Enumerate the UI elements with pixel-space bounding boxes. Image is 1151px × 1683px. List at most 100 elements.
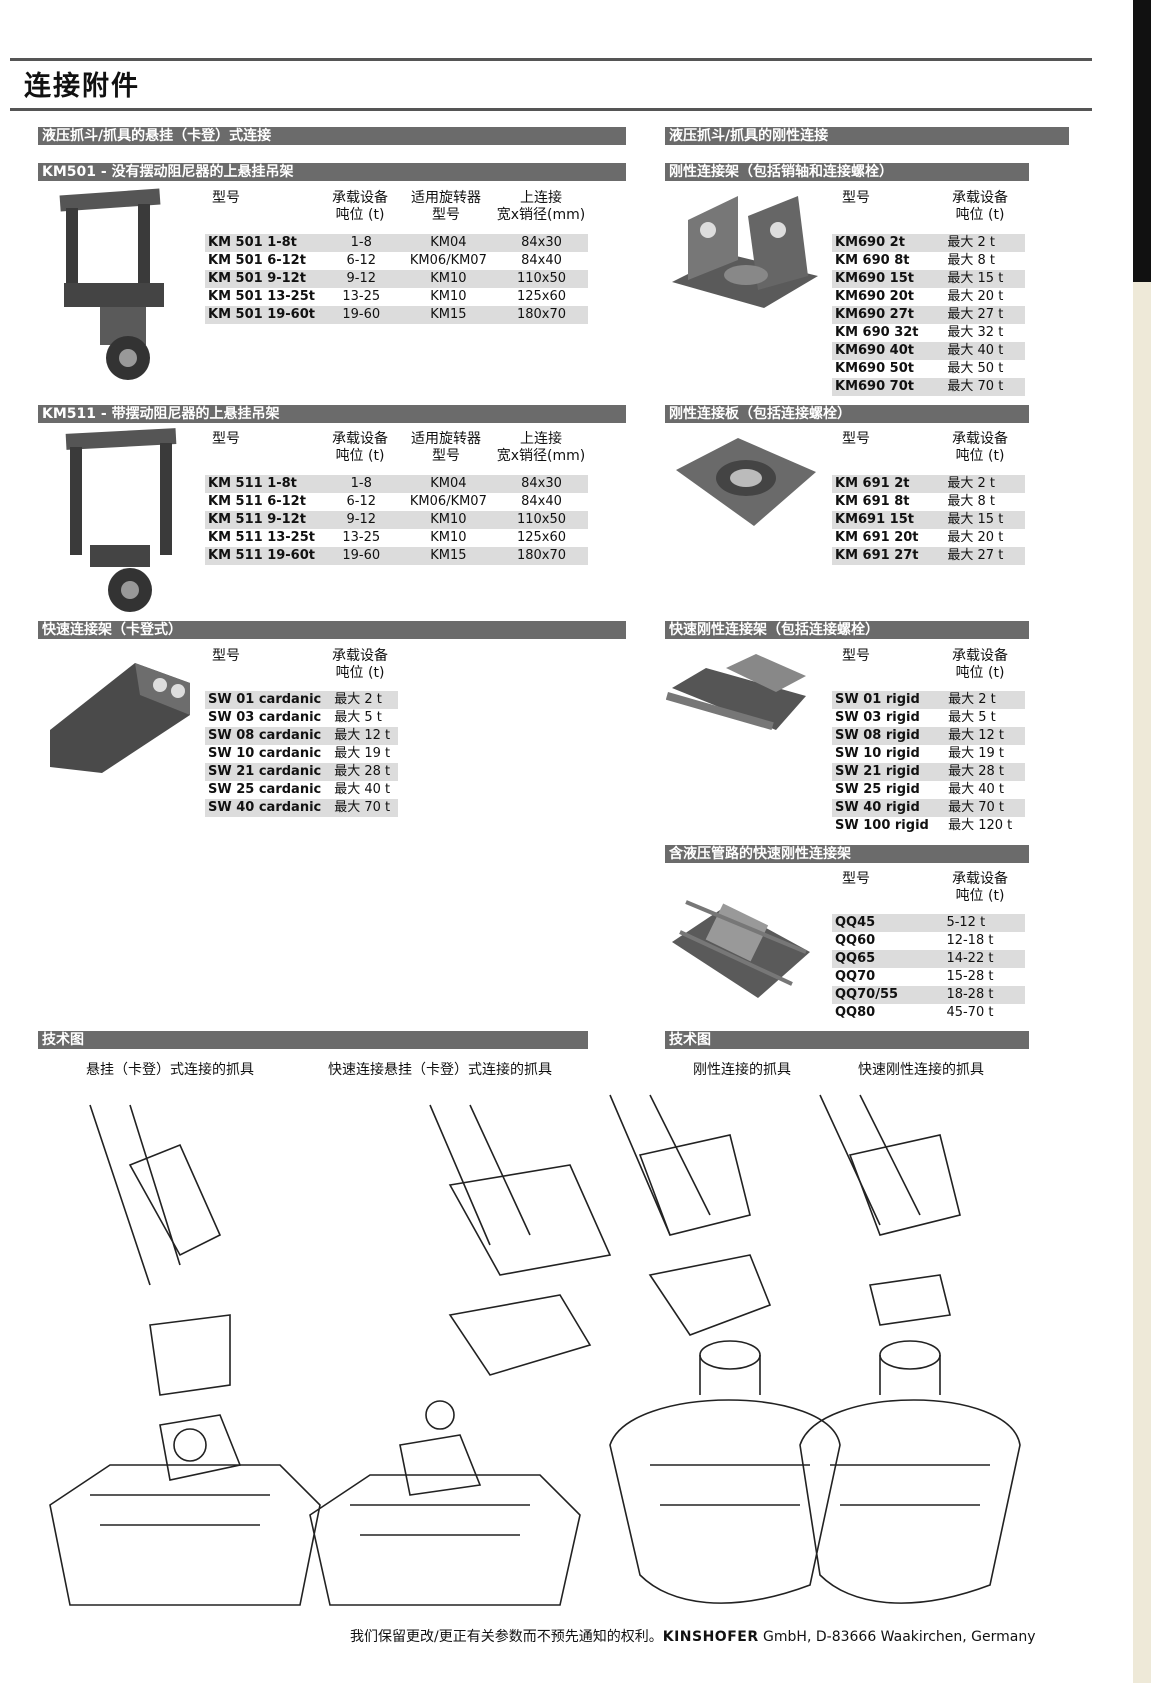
cell-load: 最大 40 t xyxy=(948,782,1004,797)
drawing-quick-cardanic xyxy=(309,1104,612,1606)
cell-model: SW 08 cardanic xyxy=(205,727,325,745)
km511-title: KM511 - 带摆动阻尼器的上悬挂吊架 xyxy=(38,405,626,423)
cell-load: 最大 28 t xyxy=(938,763,1025,781)
cell-model: KM690 15t xyxy=(832,270,938,288)
tech-caption-cardanic: 悬挂（卡登）式连接的抓具 xyxy=(86,1062,254,1078)
cell-model: KM 511 13-25t xyxy=(208,530,315,545)
cell-load: 最大 27 t xyxy=(937,306,1025,324)
drawing-cardanic xyxy=(49,1104,321,1606)
cell-conn: 110x50 xyxy=(494,511,588,529)
km511-col-connection: 上连接宽x销径(mm) xyxy=(496,431,586,464)
cell-load: 最大 40 t xyxy=(334,782,391,797)
cell-load: 最大 2 t xyxy=(937,234,1025,252)
cell-model: SW 21 rigid xyxy=(832,763,939,781)
cell-model: KM690 70t xyxy=(832,378,938,396)
cell-load: 最大 8 t xyxy=(947,253,996,268)
cell-model: KM 691 20t xyxy=(835,530,919,545)
cell-rot: KM10 xyxy=(401,270,495,288)
cell-model: KM690 20t xyxy=(835,289,914,304)
cell-rot: KM04 xyxy=(401,475,495,493)
footer: 我们保留更改/更正有关参数而不预先通知的权利。KINSHOFER GmbH, D… xyxy=(350,1626,1036,1646)
km690-col-load: 承载设备吨位 (t) xyxy=(952,190,1008,223)
cell-model: SW 01 rigid xyxy=(832,691,939,709)
cell-load: 19-60 xyxy=(320,306,402,324)
cell-conn: 125x60 xyxy=(516,289,567,304)
title-rule xyxy=(10,108,1092,111)
cell-load: 13-25 xyxy=(342,289,381,304)
cell-load: 最大 40 t xyxy=(937,342,1025,360)
page-title: 连接附件 xyxy=(24,71,140,102)
sw-cardanic-col-load: 承载设备吨位 (t) xyxy=(332,648,388,681)
tech-caption-quick-rigid: 快速刚性连接的抓具 xyxy=(858,1062,984,1078)
cell-conn: 84x40 xyxy=(521,253,562,268)
km691-col-load: 承载设备吨位 (t) xyxy=(952,431,1008,464)
cell-conn: 110x50 xyxy=(494,270,588,288)
cell-model: SW 40 cardanic xyxy=(205,799,325,817)
cell-load: 最大 20 t xyxy=(947,289,1004,304)
sw-rigid-col-load: 承载设备吨位 (t) xyxy=(952,648,1008,681)
cell-load: 最大 28 t xyxy=(324,763,398,781)
cell-model: KM690 27t xyxy=(832,306,938,324)
left-section-header: 液压抓斗/抓具的悬挂（卡登）式连接 xyxy=(38,127,626,145)
cell-model: SW 40 rigid xyxy=(832,799,939,817)
cell-conn: 180x70 xyxy=(494,547,588,565)
sw-rigid-col-model: 型号 xyxy=(842,648,870,664)
km511-col-load: 承载设备吨位 (t) xyxy=(332,431,388,464)
cell-load: 最大 70 t xyxy=(938,799,1025,817)
km690-product-image xyxy=(672,196,818,308)
km511-product-image xyxy=(65,428,177,612)
cell-model: QQ70 xyxy=(835,969,876,984)
qq-product-image xyxy=(672,900,810,998)
cell-model: QQ45 xyxy=(832,914,937,932)
cell-model: KM 691 27t xyxy=(832,547,938,565)
cell-model: KM 691 8t xyxy=(835,494,910,509)
cell-load: 5-12 t xyxy=(936,914,1025,932)
cell-model: KM 511 1-8t xyxy=(205,475,321,493)
cell-model: SW 21 cardanic xyxy=(205,763,325,781)
technical-drawings xyxy=(49,1094,1021,1606)
cell-model: SW 10 rigid xyxy=(835,746,920,761)
km691-product-image xyxy=(676,438,816,526)
tech-caption-quick-cardanic: 快速连接悬挂（卡登）式连接的抓具 xyxy=(328,1062,552,1078)
km691-title: 刚性连接板（包括连接螺栓） xyxy=(665,405,1029,423)
cell-model: KM 501 9-12t xyxy=(205,270,321,288)
qq-col-load: 承载设备吨位 (t) xyxy=(952,871,1008,904)
cell-load: 最大 32 t xyxy=(947,325,1004,340)
km511-col-model: 型号 xyxy=(212,431,240,447)
cell-load: 最大 12 t xyxy=(324,727,398,745)
cell-model: KM691 15t xyxy=(832,511,938,529)
cell-conn: 84x40 xyxy=(521,494,562,509)
cell-conn: 84x30 xyxy=(494,475,588,493)
drawing-quick-rigid xyxy=(799,1094,1021,1604)
tech-caption-rigid: 刚性连接的抓具 xyxy=(693,1062,791,1078)
cell-rot: KM06/KM07 xyxy=(409,494,487,509)
cell-load: 最大 20 t xyxy=(947,530,1004,545)
footer-disclaimer: 我们保留更改/更正有关参数而不预先通知的权利。 xyxy=(350,1629,663,1645)
cell-model: KM 690 8t xyxy=(835,253,910,268)
cell-model: KM690 50t xyxy=(835,361,914,376)
